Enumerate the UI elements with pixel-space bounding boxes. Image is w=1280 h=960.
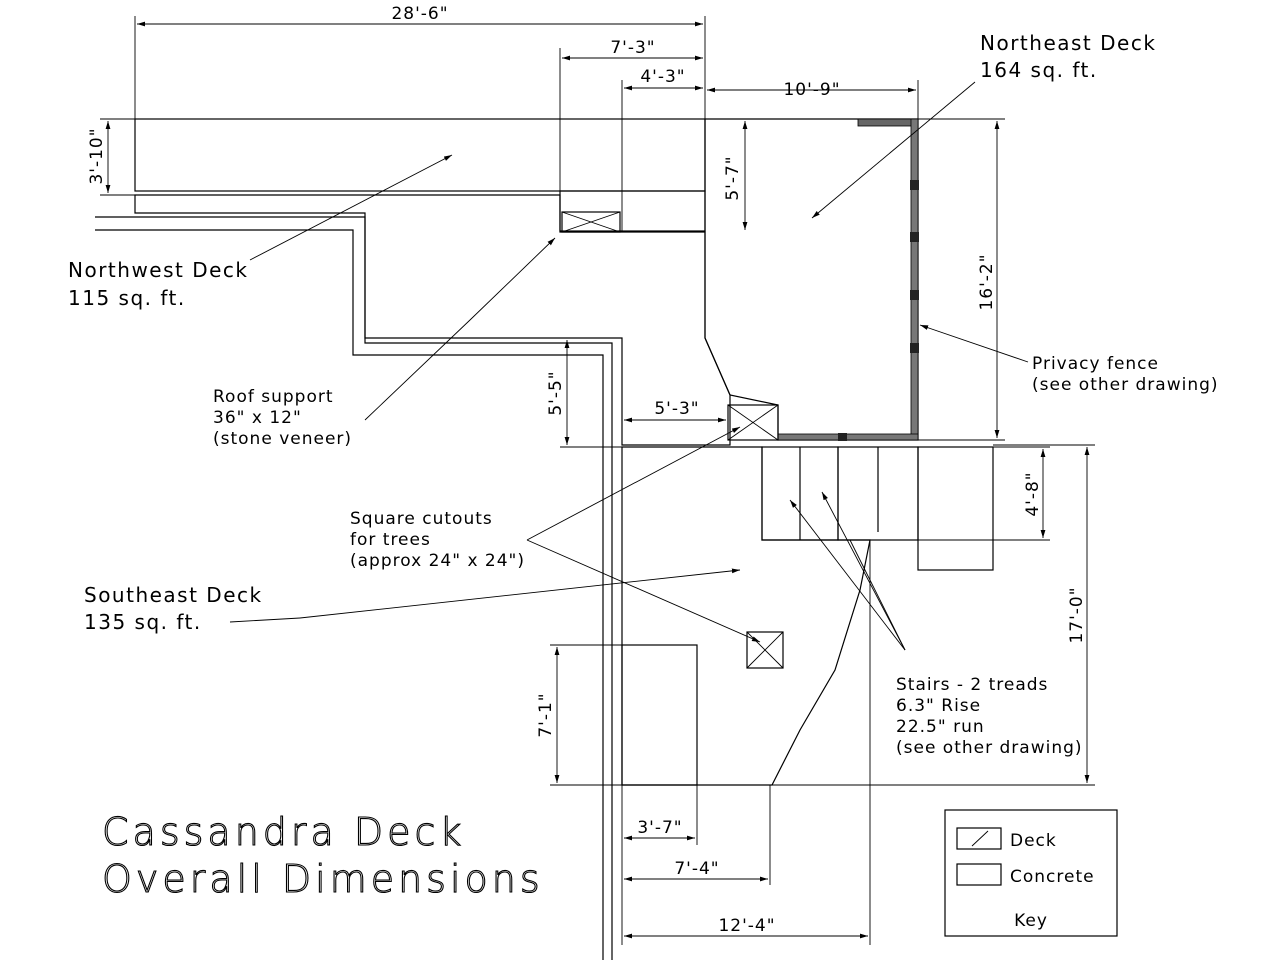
roof-support-note-1: Roof support	[213, 387, 334, 407]
southeast-deck-name: Southeast Deck	[84, 583, 263, 607]
southeast-concrete	[621, 644, 698, 786]
privacy-fence-note-1: Privacy fence	[1032, 354, 1159, 374]
legend-deck-label: Deck	[1010, 831, 1057, 851]
notes: Roof support 36" x 12" (stone veneer) Sq…	[213, 354, 1219, 758]
legend-key-label: Key	[1014, 911, 1048, 931]
dim-nw-step: 7'-3"	[610, 38, 655, 58]
dim-support-width: 5'-3"	[654, 399, 699, 419]
dim-stair-depth: 4'-8"	[1023, 471, 1043, 516]
legend-concrete-swatch	[956, 863, 1002, 886]
legend-concrete-label: Concrete	[1010, 867, 1095, 887]
dim-support-offset: 5'-5"	[546, 370, 566, 415]
dim-ne-inner: 5'-7"	[723, 155, 743, 200]
cutouts-note-2: for trees	[350, 530, 431, 550]
roof-support-note-2: 36" x 12"	[213, 408, 302, 428]
stairs-note-4: (see other drawing)	[896, 738, 1083, 758]
dim-nw-step-inner: 4'-3"	[640, 67, 685, 87]
dim-ne-depth: 16'-2"	[977, 253, 997, 310]
dim-slab-height: 7'-1"	[536, 692, 556, 737]
northeast-deck-area: 164 sq. ft.	[980, 58, 1098, 82]
stairs-note-3: 22.5" run	[896, 717, 985, 737]
northeast-deck-name: Northeast Deck	[980, 31, 1156, 55]
dim-nw-depth: 3'-10"	[87, 127, 107, 184]
privacy-fence-note-2: (see other drawing)	[1032, 375, 1219, 395]
legend: Deck Concrete Key	[944, 809, 1118, 937]
dimension-text: 28'-6" 7'-3" 4'-3" 10'-9" 3'-10" 5'-7" 1…	[87, 4, 1087, 936]
house-walls	[95, 216, 613, 960]
roof-support-note-3: (stone veneer)	[213, 429, 352, 449]
dim-ne-width: 10'-9"	[783, 80, 840, 100]
title-line-2: Overall Dimensions	[102, 857, 544, 901]
northwest-concrete	[134, 194, 731, 446]
dim-overall-width: 28'-6"	[391, 4, 448, 24]
cutouts-note-3: (approx 24" x 24")	[350, 551, 525, 571]
tree-cutout-top	[561, 211, 621, 233]
roof-support-cutout	[727, 404, 779, 441]
stairs-note-2: 6.3" Rise	[896, 696, 981, 716]
dim-se-bottom: 7'-4"	[674, 859, 719, 879]
southeast-deck-area: 135 sq. ft.	[84, 610, 202, 634]
stairs-note-1: Stairs - 2 treads	[896, 675, 1048, 695]
leader-lines	[229, 81, 1029, 651]
area-labels: Northeast Deck 164 sq. ft. Northwest Dec…	[68, 31, 1156, 634]
southeast-deck	[621, 446, 871, 786]
northwest-deck-name: Northwest Deck	[68, 258, 249, 282]
privacy-fence	[777, 118, 919, 441]
dim-se-depth: 17'-0"	[1067, 586, 1087, 643]
dim-se-width: 12'-4"	[718, 916, 775, 936]
tree-cutout-bottom	[746, 631, 784, 669]
dim-slab-width: 3'-7"	[637, 818, 682, 838]
title-line-1: Cassandra Deck	[102, 810, 465, 854]
stairs	[761, 446, 994, 571]
drawing-title: Cassandra Deck Overall Dimensions	[101, 809, 544, 901]
dimension-lines	[100, 16, 1095, 945]
cutouts-note-1: Square cutouts	[350, 509, 493, 529]
legend-deck-swatch	[956, 827, 1002, 850]
northwest-deck-area: 115 sq. ft.	[68, 286, 186, 310]
